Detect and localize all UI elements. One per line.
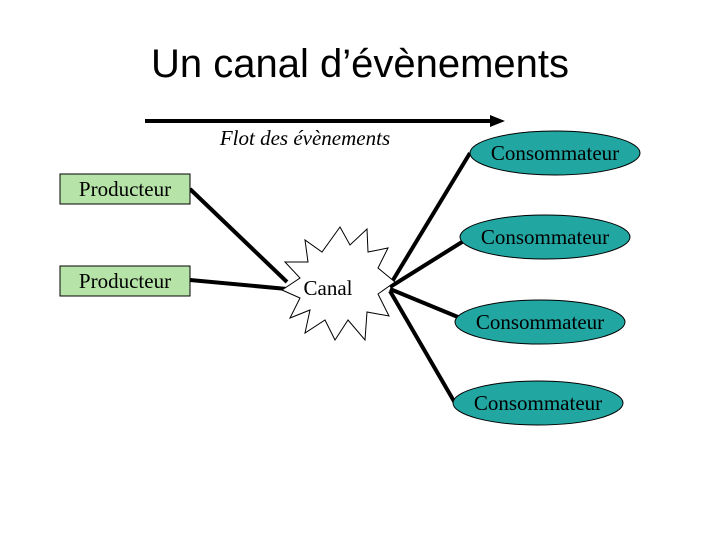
channel-label: Canal [304, 276, 353, 300]
connector-producer-1 [188, 187, 289, 284]
flow-label: Flot des évènements [219, 126, 390, 150]
consumer-label: Consommateur [474, 391, 602, 415]
consumer-label: Consommateur [476, 310, 604, 334]
consumer-1: Consommateur [469, 130, 641, 176]
consumer-2: Consommateur [459, 214, 631, 260]
channel-burst [280, 226, 396, 342]
connector-consumer-1 [388, 151, 472, 287]
connector-consumer-4 [388, 289, 457, 405]
connector-consumer-2 [388, 235, 472, 289]
consumer-3: Consommateur [454, 299, 626, 345]
producer-label: Producteur [79, 269, 171, 293]
producer-2: Producteur [59, 265, 191, 297]
consumer-4: Consommateur [452, 380, 624, 426]
connectors [188, 151, 472, 405]
producer-1: Producteur [59, 173, 191, 205]
connector-consumer-3 [389, 287, 471, 324]
flow-arrow [145, 115, 505, 127]
consumer-label: Consommateur [481, 225, 609, 249]
consumer-label: Consommateur [491, 141, 619, 165]
slide-title: Un canal d’évènements [150, 42, 570, 86]
connector-producer-2 [189, 278, 288, 291]
producer-label: Producteur [79, 177, 171, 201]
